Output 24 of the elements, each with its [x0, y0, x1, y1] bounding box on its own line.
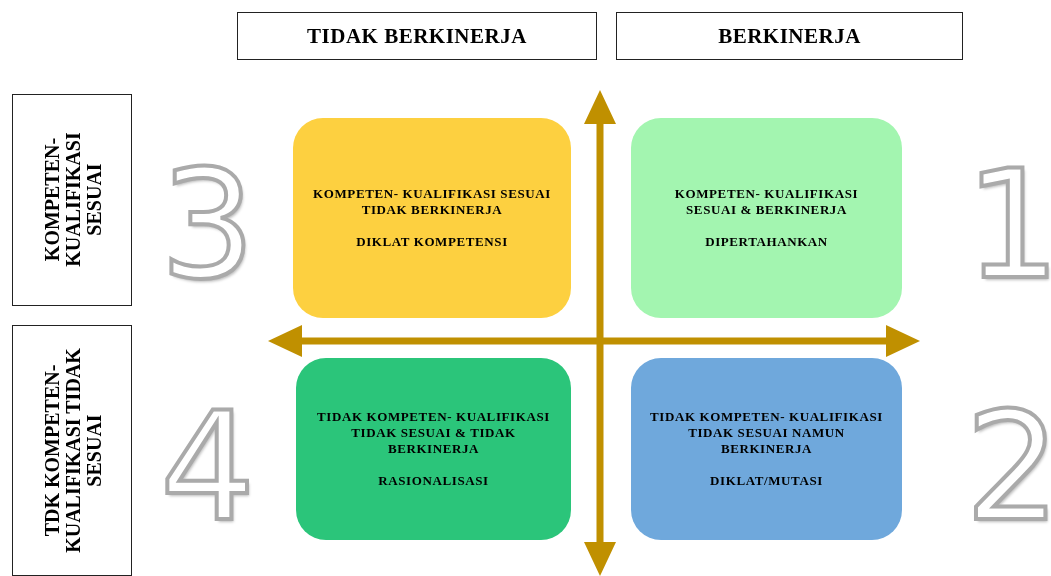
quadrant-number: 3: [160, 150, 256, 300]
quadrant-description: TIDAK KOMPETEN- KUALIFIKASI TIDAK SESUAI NAMUN BERKINERJA: [649, 408, 884, 458]
row-header-box: [12, 94, 132, 306]
quadrant-box: [293, 118, 571, 318]
row-header-text: KOMPETEN- KUALIFIKASI SESUAI: [41, 131, 105, 269]
quadrant-description: TIDAK KOMPETEN- KUALIFIKASI TIDAK SESUAI & TIDAK BERKINERJA: [316, 408, 551, 458]
row-header-box: [12, 325, 132, 576]
quadrant-box: [631, 358, 902, 540]
quadrant-box: [631, 118, 902, 318]
row-header-text: TDK KOMPETEN- KUALIFIKASI TIDAK SESUAI: [41, 346, 105, 555]
quadrant-action: RASIONALISASI: [378, 473, 489, 490]
quadrant-number: 4: [160, 392, 256, 542]
quadrant-description: KOMPETEN- KUALIFIKASI SESUAI & BERKINERJA: [673, 185, 860, 219]
quadrant-action: DIPERTAHANKAN: [705, 234, 828, 251]
quadrant-number: 2: [965, 392, 1051, 542]
column-header-text: TIDAK BERKINERJA: [307, 23, 527, 49]
quadrant-action: DIKLAT KOMPETENSI: [356, 234, 508, 251]
quadrant-description: KOMPETEN- KUALIFIKASI SESUAI TIDAK BERKINERJA: [312, 185, 552, 219]
column-header-box: [237, 12, 597, 60]
quadrant-number: 1: [965, 150, 1051, 300]
quadrant-box: [296, 358, 571, 540]
quadrant-action: DIKLAT/MUTASI: [710, 473, 823, 490]
column-header-text: BERKINERJA: [718, 23, 861, 49]
column-header-box: [616, 12, 963, 60]
